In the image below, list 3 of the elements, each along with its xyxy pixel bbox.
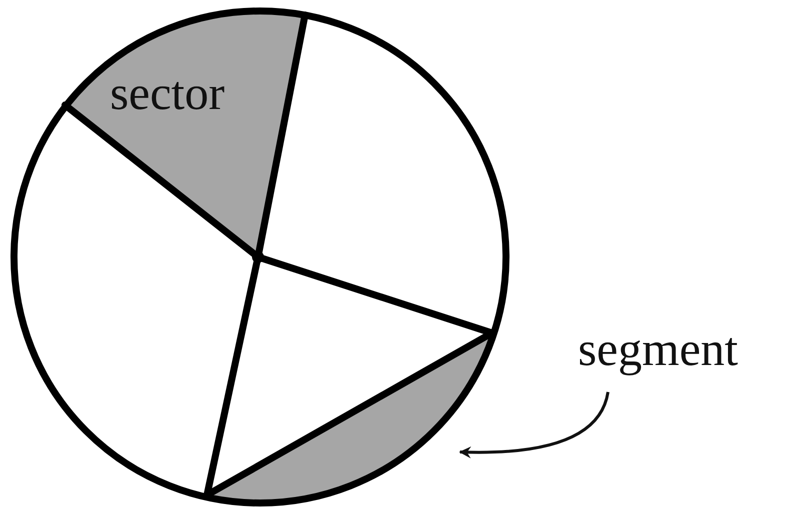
text-label: sector bbox=[110, 67, 225, 120]
leader-arrow bbox=[459, 392, 610, 458]
text-label: segment bbox=[578, 323, 738, 376]
